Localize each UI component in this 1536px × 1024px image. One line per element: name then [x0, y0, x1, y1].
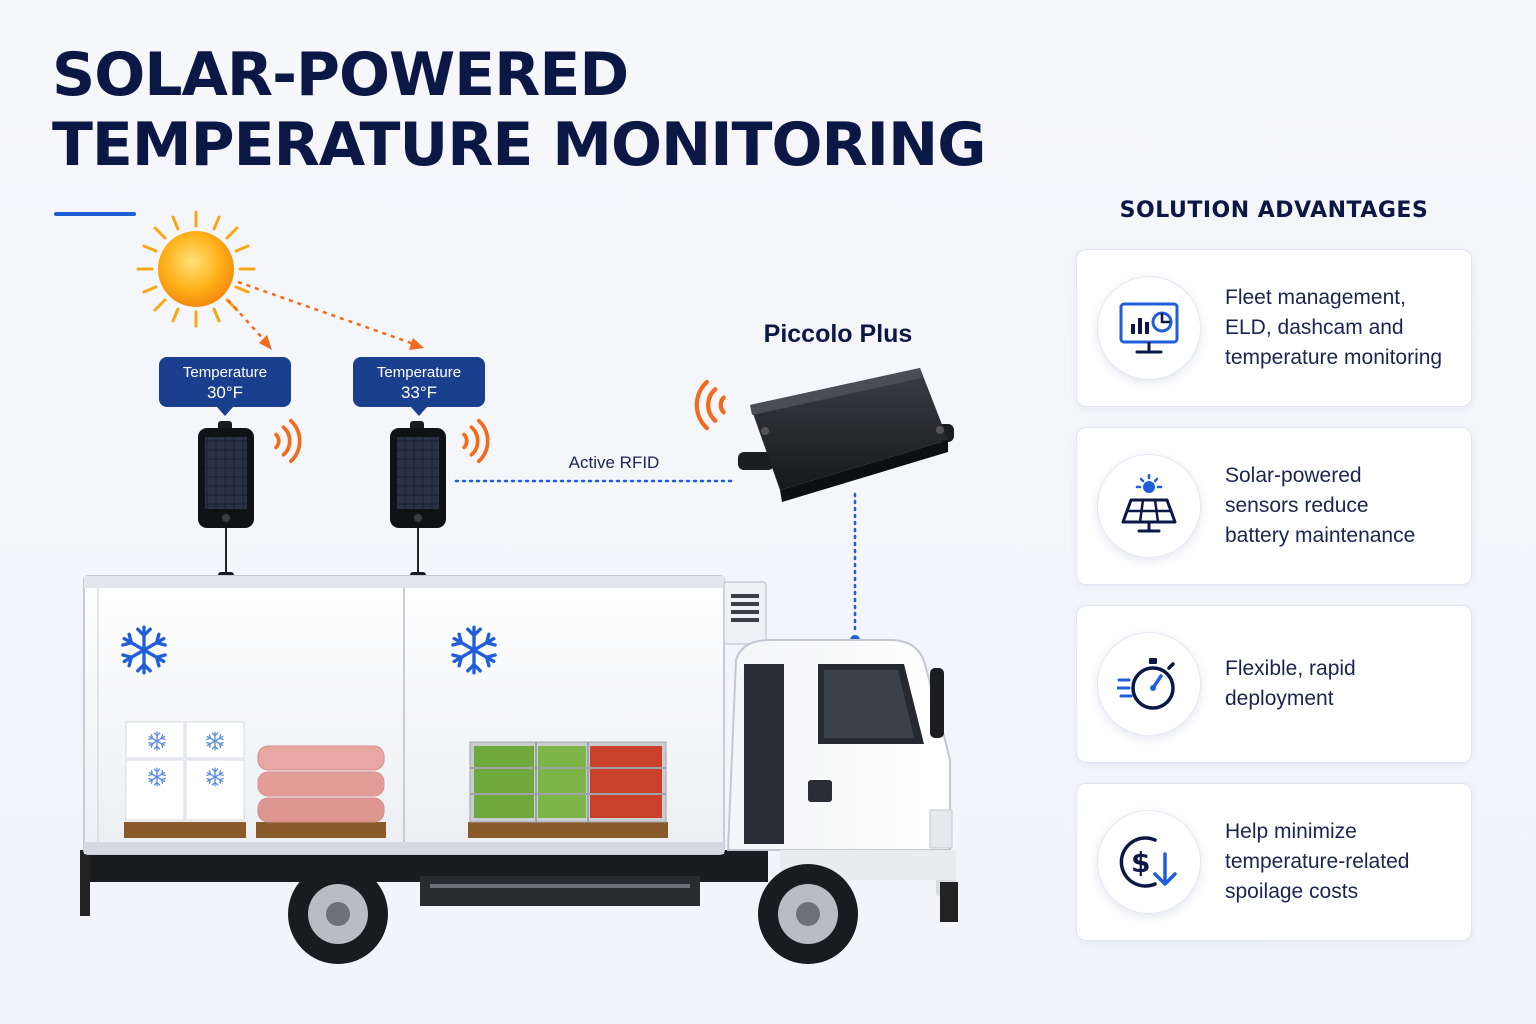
advantage-card-solar: Solar-powered sensors reduce battery mai…: [1076, 427, 1472, 585]
signal-waves-icon: [462, 418, 490, 464]
advantage-text: Flexible, rapid deployment: [1225, 606, 1455, 762]
advantage-card-spoilage: $ Help minimize temperature-related spoi…: [1076, 783, 1472, 941]
sunlight-arrowhead: [259, 335, 272, 350]
meat-packages: [256, 745, 386, 838]
sunlight-arrowhead: [409, 338, 424, 350]
signal-waves-icon: [697, 382, 724, 428]
advantage-card-fleet: Fleet management, ELD, dashcam and tempe…: [1076, 249, 1472, 407]
wheel: [288, 864, 388, 964]
advantage-line: temperature-related: [1225, 850, 1410, 873]
wheel: [758, 864, 858, 964]
sensor-2-label: Temperature: [377, 364, 461, 381]
advantage-text: Solar-powered sensors reduce battery mai…: [1225, 428, 1455, 584]
sensor-1-label: Temperature: [183, 364, 267, 381]
advantage-line: Solar-powered: [1225, 464, 1362, 487]
sensor-1-value: 30°F: [207, 383, 243, 402]
monitor-chart-icon: [1097, 276, 1201, 380]
signal-waves-icon: [274, 418, 302, 464]
advantage-line: Flexible, rapid: [1225, 657, 1356, 680]
solar-panel-icon: [1097, 454, 1201, 558]
page-title: SOLAR-POWERED TEMPERATURE MONITORING: [52, 40, 986, 180]
rfid-link-label: Active RFID: [569, 453, 660, 472]
svg-text:$: $: [1131, 846, 1150, 879]
advantage-line: deployment: [1225, 687, 1334, 710]
produce-crates: [468, 741, 668, 838]
advantage-line: sensors reduce: [1225, 494, 1369, 517]
stopwatch-icon: [1097, 632, 1201, 736]
diagram-illustration: Temperature 30°F Temperature 33°F Active…: [80, 210, 958, 964]
advantage-line: battery maintenance: [1225, 524, 1416, 547]
advantage-line: spoilage costs: [1225, 880, 1359, 903]
sensor-2-value: 33°F: [401, 383, 437, 402]
title-line-1: SOLAR-POWERED: [52, 40, 629, 110]
title-line-2: TEMPERATURE MONITORING: [52, 110, 986, 180]
advantage-line: Help minimize: [1225, 820, 1357, 843]
sensor-tag-2: Temperature 33°F: [353, 357, 485, 416]
device-label: Piccolo Plus: [764, 320, 913, 348]
advantage-line: temperature monitoring: [1225, 346, 1443, 369]
sunlight-arrows: [227, 280, 415, 346]
dollar-down-icon: $: [1097, 810, 1201, 914]
advantage-text: Help minimize temperature-related spoila…: [1225, 784, 1455, 940]
piccolo-plus-device: [738, 368, 954, 502]
advantage-card-deployment: Flexible, rapid deployment: [1076, 605, 1472, 763]
advantage-text: Fleet management, ELD, dashcam and tempe…: [1225, 250, 1455, 406]
advantage-line: ELD, dashcam and: [1225, 316, 1404, 339]
advantages-heading: SOLUTION ADVANTAGES: [1119, 198, 1429, 223]
advantage-line: Fleet management,: [1225, 286, 1406, 309]
sensor-tag-1: Temperature 30°F: [159, 357, 291, 416]
refrigerated-truck: [80, 575, 958, 964]
title-underline: [54, 212, 136, 216]
frozen-boxes: [124, 721, 246, 838]
